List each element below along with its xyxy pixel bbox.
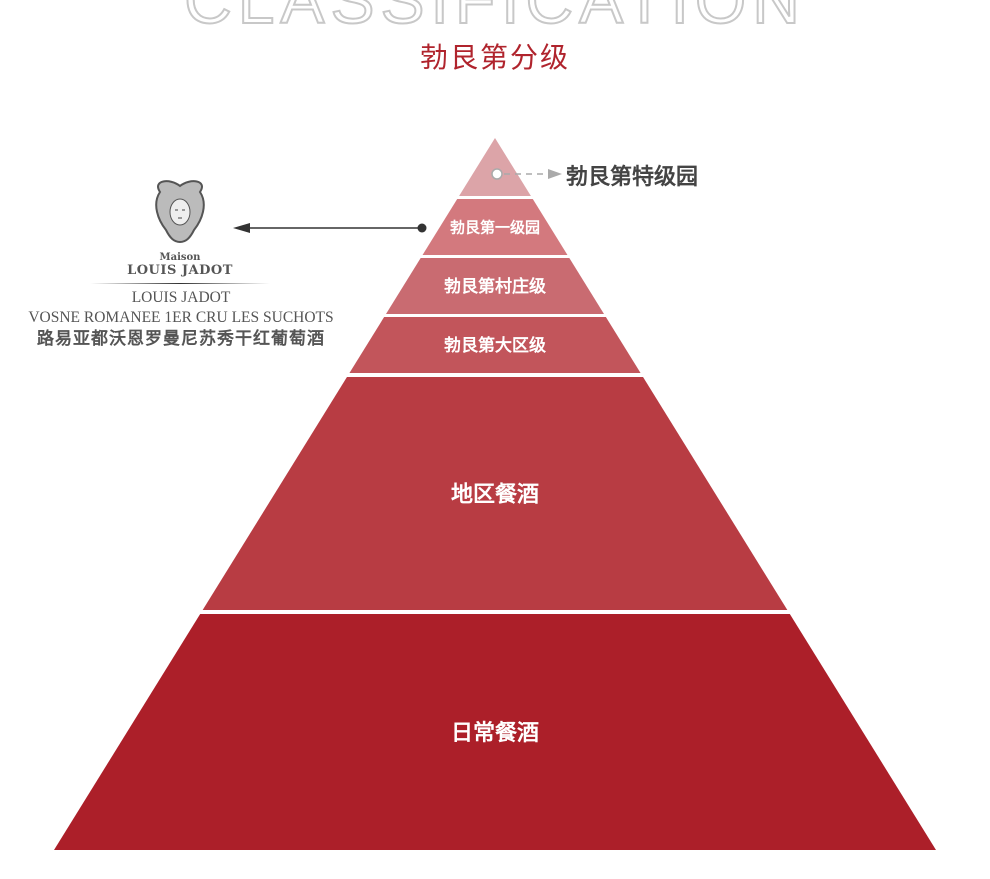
wine-name: VOSNE ROMANEE 1ER CRU LES SUCHOTS [28, 309, 334, 326]
logo-brand: LOUIS JADOT [127, 263, 233, 278]
pyramid-level-label: 勃艮第一级园 [450, 218, 540, 236]
pyramid-level-5 [54, 614, 936, 850]
producer-name: LOUIS JADOT [131, 289, 231, 306]
pyramid-level-label: 勃艮第大区级 [444, 335, 546, 356]
wine-name-cn: 路易亚都沃恩罗曼尼苏秀干红葡萄酒 [37, 329, 325, 349]
arrow-right-icon [548, 169, 562, 179]
pyramid-level-label: 地区餐酒 [451, 481, 539, 507]
pyramid-level-4 [202, 377, 788, 610]
divider [90, 283, 270, 284]
arrow-left-icon [233, 223, 250, 233]
section-title-cn: 勃艮第分级 [419, 41, 570, 74]
pyramid-level-1 [422, 199, 568, 255]
section-title-en: CLASSIFICATION [183, 0, 806, 38]
grand-cru-label: 勃艮第特级园 [566, 164, 699, 190]
pyramid-level-label: 勃艮第村庄级 [444, 276, 546, 297]
pyramid-level-3 [349, 317, 641, 373]
example-wine: LOUIS JADOT VOSNE ROMANEE 1ER CRU LES SU… [0, 288, 362, 350]
louis-jadot-logo: Maison LOUIS JADOT [90, 180, 270, 290]
pyramid-level-2 [385, 258, 605, 314]
logo-maison: Maison [159, 252, 201, 263]
pyramid-level-0 [459, 138, 531, 196]
grand-cru-marker-icon [491, 168, 503, 180]
bacchus-head-logo-icon [155, 180, 205, 244]
pyramid-level-label: 日常餐酒 [451, 720, 539, 746]
